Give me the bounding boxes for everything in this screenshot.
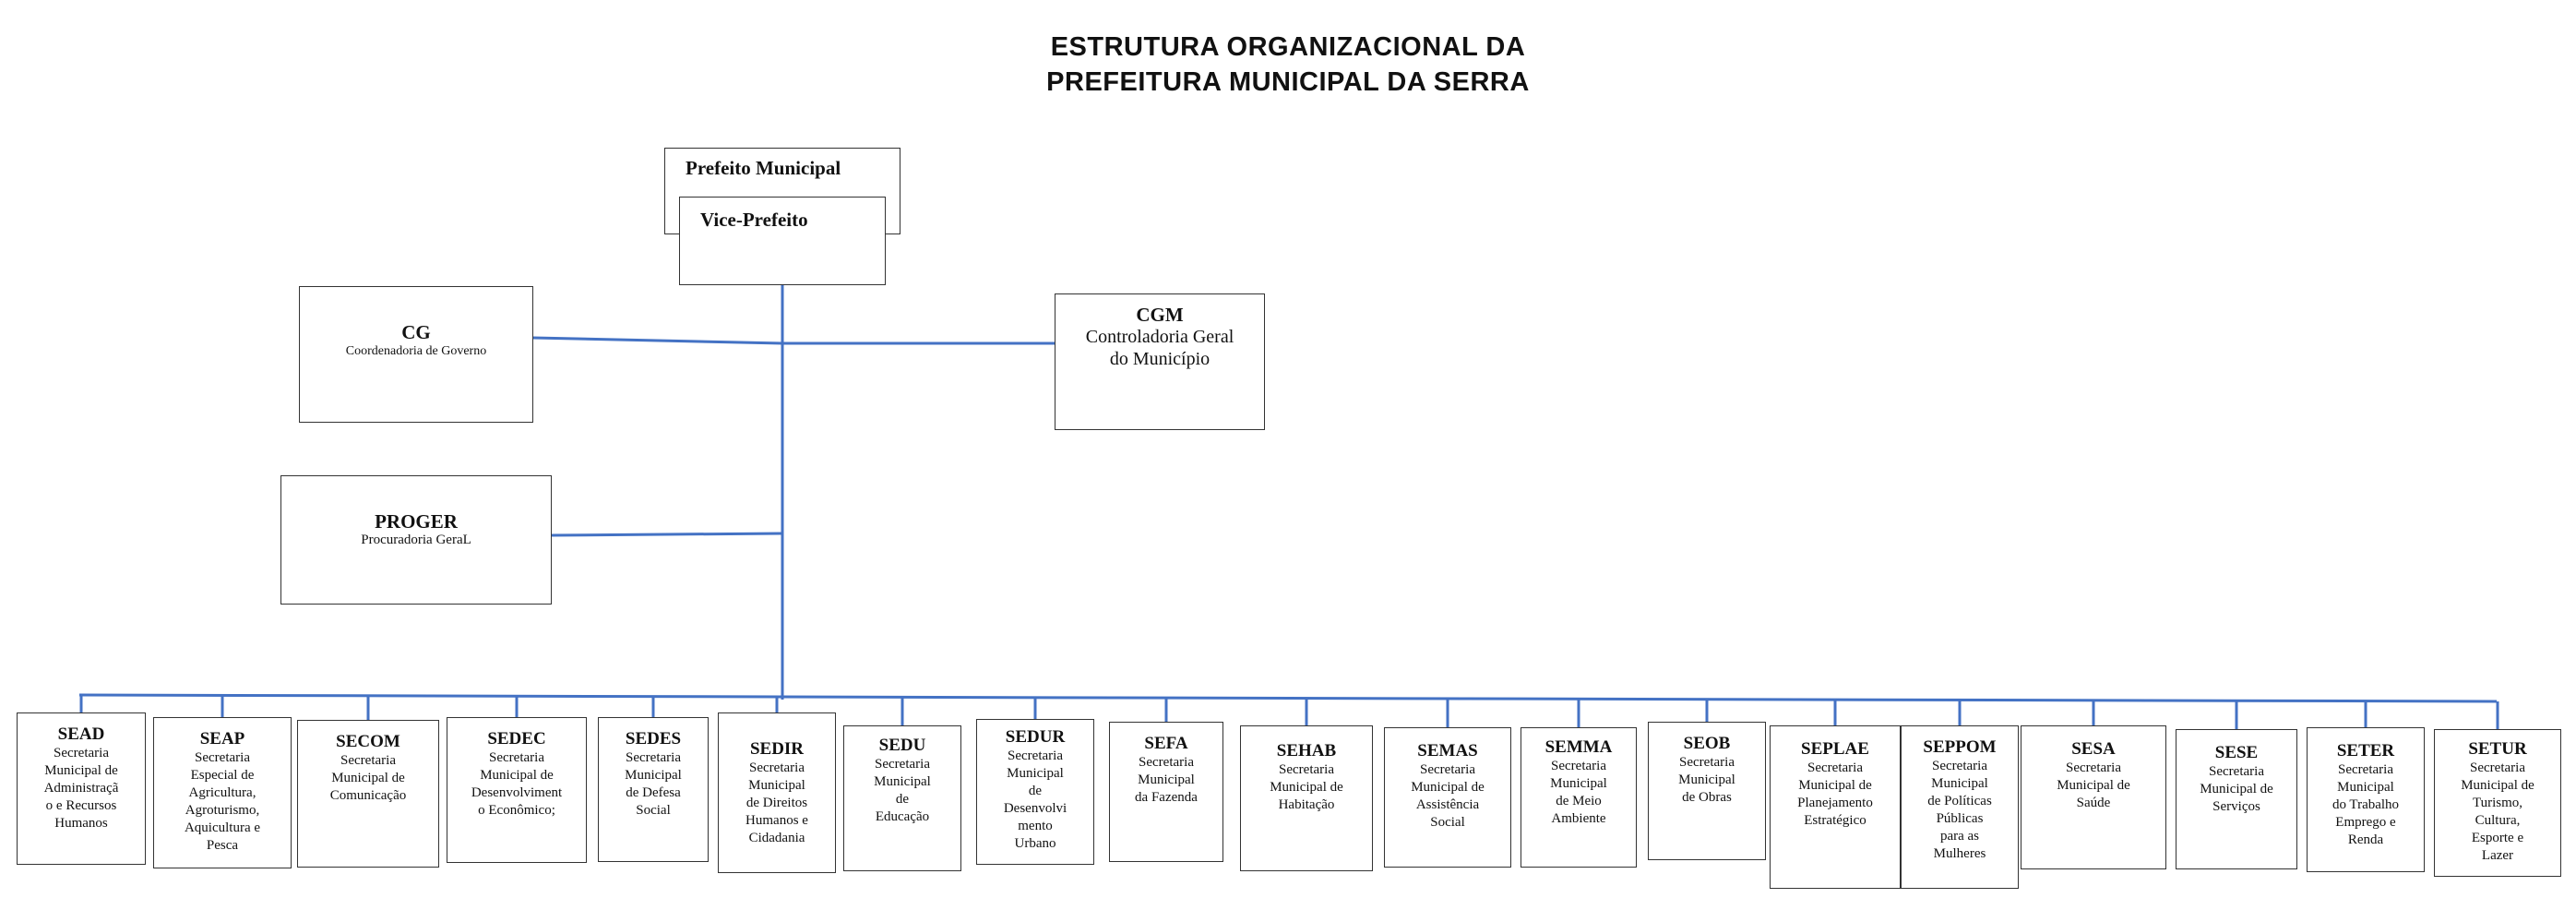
- vice-prefeito-box: Vice-Prefeito: [679, 197, 886, 285]
- cg-abbr: CG: [401, 321, 431, 343]
- secretaria-box-sehab: SEHAB Secretaria Municipal de Habitação: [1240, 725, 1373, 871]
- secretaria-box-sedir: SEDIR Secretaria Municipal de Direitos H…: [718, 712, 836, 873]
- prefeito-municipal-label: Prefeito Municipal: [686, 157, 841, 179]
- chart-title: ESTRUTURA ORGANIZACIONAL DA PREFEITURA M…: [0, 30, 2576, 100]
- secretaria-abbr: SEFA: [1144, 734, 1188, 753]
- cg-desc: Coordenadoria de Governo: [345, 344, 487, 358]
- secretaria-abbr: SEAP: [199, 729, 245, 748]
- secretaria-abbr: SEOB: [1683, 734, 1731, 753]
- cgm-abbr: CGM: [1136, 304, 1184, 326]
- secretaria-desc: Secretaria Municipal de Saúde: [2057, 760, 2130, 810]
- secretaria-desc: Secretaria Municipal do Trabalho Emprego…: [2332, 762, 2400, 847]
- secretaria-desc: Secretaria Municipal de Educação: [874, 757, 931, 824]
- secretaria-abbr: SEAD: [57, 724, 105, 744]
- chart-title-line-1: ESTRUTURA ORGANIZACIONAL DA: [1050, 32, 1526, 62]
- proger-abbr: PROGER: [375, 510, 458, 533]
- secretaria-box-sedec: SEDEC Secretaria Municipal de Desenvolvi…: [447, 717, 587, 863]
- proger-desc: Procuradoria GeraL: [361, 533, 471, 547]
- secretaria-desc: Secretaria Municipal de Políticas Públic…: [1927, 759, 1992, 861]
- secretaria-desc: Secretaria Municipal de Meio Ambiente: [1550, 759, 1607, 826]
- cg-box: CG Coordenadoria de Governo: [299, 286, 533, 423]
- secretaria-abbr: SEHAB: [1276, 741, 1337, 760]
- secretaria-abbr: SEPPOM: [1923, 737, 1997, 757]
- secretaria-box-sedes: SEDES Secretaria Municipal de Defesa Soc…: [598, 717, 709, 862]
- secretaria-abbr: SESA: [2071, 739, 2116, 759]
- secretaria-box-semma: SEMMA Secretaria Municipal de Meio Ambie…: [1521, 727, 1637, 868]
- secretaria-desc: Secretaria Municipal de Turismo, Cultura…: [2461, 760, 2534, 863]
- secretaria-desc: Secretaria Especial de Agricultura, Agro…: [184, 750, 261, 853]
- secretaria-desc: Secretaria Municipal de Desenvolviment o…: [471, 750, 563, 818]
- secretaria-box-sesa: SESA Secretaria Municipal de Saúde: [2021, 725, 2166, 869]
- proger-box: PROGER Procuradoria GeraL: [280, 475, 552, 605]
- secretaria-box-sese: SESE Secretaria Municipal de Serviços: [2176, 729, 2297, 869]
- secretaria-abbr: SEDIR: [749, 739, 805, 759]
- secretaria-abbr: SETUR: [2468, 739, 2527, 759]
- secretaria-abbr: SEMMA: [1544, 737, 1613, 757]
- connector-horizontal-bus: [78, 693, 2498, 703]
- secretaria-desc: Secretaria Municipal de Administraçã o e…: [43, 746, 119, 831]
- secretaria-box-setur: SETUR Secretaria Municipal de Turismo, C…: [2434, 729, 2561, 877]
- secretaria-desc: Secretaria Municipal de Obras: [1678, 755, 1735, 805]
- secretaria-box-seap: SEAP Secretaria Especial de Agricultura,…: [153, 717, 292, 868]
- secretaria-box-seplae: SEPLAE Secretaria Municipal de Planejame…: [1770, 725, 1901, 889]
- secretaria-desc: Secretaria Municipal de Comunicação: [329, 753, 407, 803]
- secretaria-abbr: SEMAS: [1417, 741, 1478, 760]
- cgm-box: CGM Controladoria Geral do Município: [1055, 293, 1265, 430]
- secretaria-abbr: SEDES: [625, 729, 682, 748]
- secretaria-desc: Secretaria Municipal da Fazenda: [1135, 755, 1198, 805]
- vice-prefeito-label: Vice-Prefeito: [700, 209, 808, 231]
- cgm-desc: Controladoria Geral do Município: [1085, 327, 1234, 369]
- secretaria-box-seppom: SEPPOM Secretaria Municipal de Políticas…: [1901, 725, 2019, 889]
- secretaria-abbr: SEDEC: [487, 729, 546, 748]
- chart-title-line-2: PREFEITURA MUNICIPAL DA SERRA: [1046, 67, 1530, 97]
- secretaria-desc: Secretaria Municipal de Planejamento Est…: [1797, 760, 1873, 828]
- secretaria-connector-ticks: [79, 695, 2499, 729]
- secretaria-desc: Secretaria Municipal de Habitação: [1270, 762, 1343, 812]
- secretaria-desc: Secretaria Municipal de Defesa Social: [625, 750, 682, 818]
- secretaria-desc: Secretaria Municipal de Serviços: [2200, 764, 2273, 814]
- secretaria-abbr: SETER: [2336, 741, 2395, 760]
- secretaria-box-semas: SEMAS Secretaria Municipal de Assistênci…: [1384, 727, 1511, 868]
- secretaria-box-secom: SECOM Secretaria Municipal de Comunicaçã…: [297, 720, 439, 868]
- secretaria-box-seob: SEOB Secretaria Municipal de Obras: [1648, 722, 1766, 860]
- secretaria-desc: Secretaria Municipal de Desenvolvi mento…: [1003, 748, 1067, 851]
- connector-proger: [551, 532, 783, 537]
- secretaria-box-sefa: SEFA Secretaria Municipal da Fazenda: [1109, 722, 1223, 862]
- secretaria-abbr: SECOM: [336, 732, 400, 751]
- secretaria-desc: Secretaria Municipal de Assistência Soci…: [1411, 762, 1485, 830]
- secretaria-abbr: SEDUR: [1005, 727, 1066, 747]
- secretaria-box-sedu: SEDU Secretaria Municipal de Educação: [843, 725, 961, 871]
- secretaria-abbr: SEPLAE: [1801, 739, 1869, 759]
- secretaria-box-sead: SEAD Secretaria Municipal de Administraç…: [17, 712, 146, 865]
- secretaria-abbr: SEDU: [878, 736, 926, 755]
- secretaria-abbr: SESE: [2214, 743, 2259, 762]
- secretaria-box-seter: SETER Secretaria Municipal do Trabalho E…: [2307, 727, 2425, 872]
- connector-cg: [532, 336, 783, 345]
- secretaria-desc: Secretaria Municipal de Direitos Humanos…: [745, 760, 808, 845]
- secretaria-box-sedur: SEDUR Secretaria Municipal de Desenvolvi…: [976, 719, 1094, 865]
